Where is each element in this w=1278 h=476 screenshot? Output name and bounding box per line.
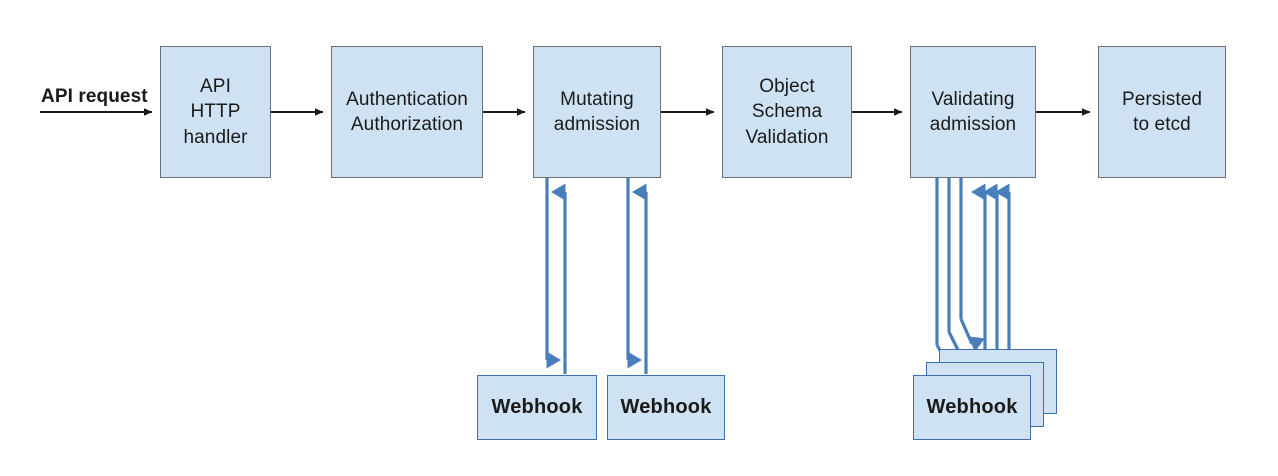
node-authentication-authorization[interactable]: Authentication Authorization: [331, 46, 483, 178]
webhook-edge-validating-2: [947, 178, 999, 374]
webhook-edge-mutating-2: [626, 178, 648, 374]
node-mutating-admission[interactable]: Mutating admission: [533, 46, 661, 178]
node-validating-admission[interactable]: Validating admission: [910, 46, 1036, 178]
node-object-schema-validation[interactable]: Object Schema Validation: [722, 46, 852, 178]
node-api-http-handler[interactable]: API HTTP handler: [160, 46, 271, 178]
webhook-edge-mutating-1: [545, 178, 567, 374]
entry-edge-label: API request: [41, 86, 148, 107]
webhook-edge-validating-3: [959, 178, 1011, 374]
node-persisted-to-etcd[interactable]: Persisted to etcd: [1098, 46, 1226, 178]
webhook-validating-stack-card-1[interactable]: Webhook: [913, 375, 1031, 440]
webhook-mutating-2[interactable]: Webhook: [607, 375, 725, 440]
webhook-mutating-1[interactable]: Webhook: [477, 375, 597, 440]
